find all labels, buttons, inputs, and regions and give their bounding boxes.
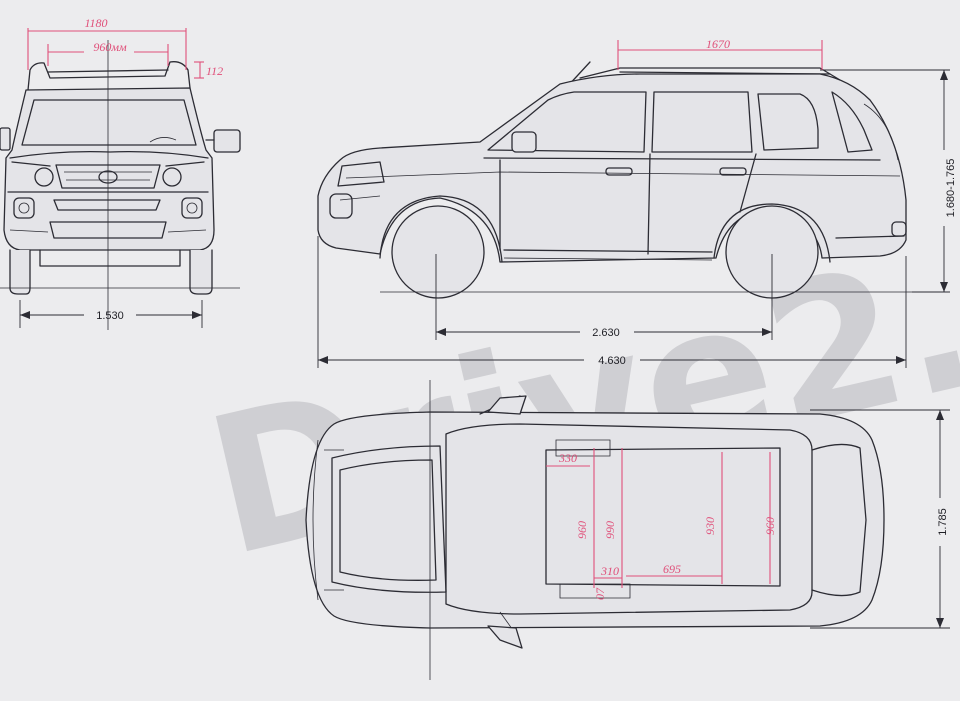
interior-dim-f: 310: [600, 564, 619, 578]
overall-width-label: 1.785: [937, 508, 949, 536]
overall-length-label: 4.630: [598, 355, 626, 367]
wheelbase-label: 2.630: [592, 327, 620, 339]
top-view: 330 960 990 930 960 310 695 07 1.785: [305, 380, 950, 680]
front-view: 1.530 1180 960мм 112: [0, 16, 241, 330]
front-rail-width-label: 960мм: [93, 40, 127, 54]
interior-dim-a: 330: [558, 451, 577, 465]
side-view: 2.630 4.630 1.680-1.765 1670: [317, 37, 957, 368]
overall-height-label: 1.680-1.765: [945, 159, 957, 218]
interior-dim-b: 960: [575, 521, 589, 539]
interior-dim-d: 930: [703, 517, 717, 535]
roof-rail-length-label: 1670: [706, 37, 730, 51]
interior-dim-g: 695: [663, 562, 681, 576]
interior-dim-e: 960: [763, 517, 777, 535]
front-overall-width-label: 1180: [84, 16, 107, 30]
interior-dim-h: 07: [593, 587, 607, 600]
interior-dim-c: 990: [603, 521, 617, 539]
front-rail-height-label: 112: [206, 64, 223, 78]
front-track-label: 1.530: [96, 310, 124, 322]
